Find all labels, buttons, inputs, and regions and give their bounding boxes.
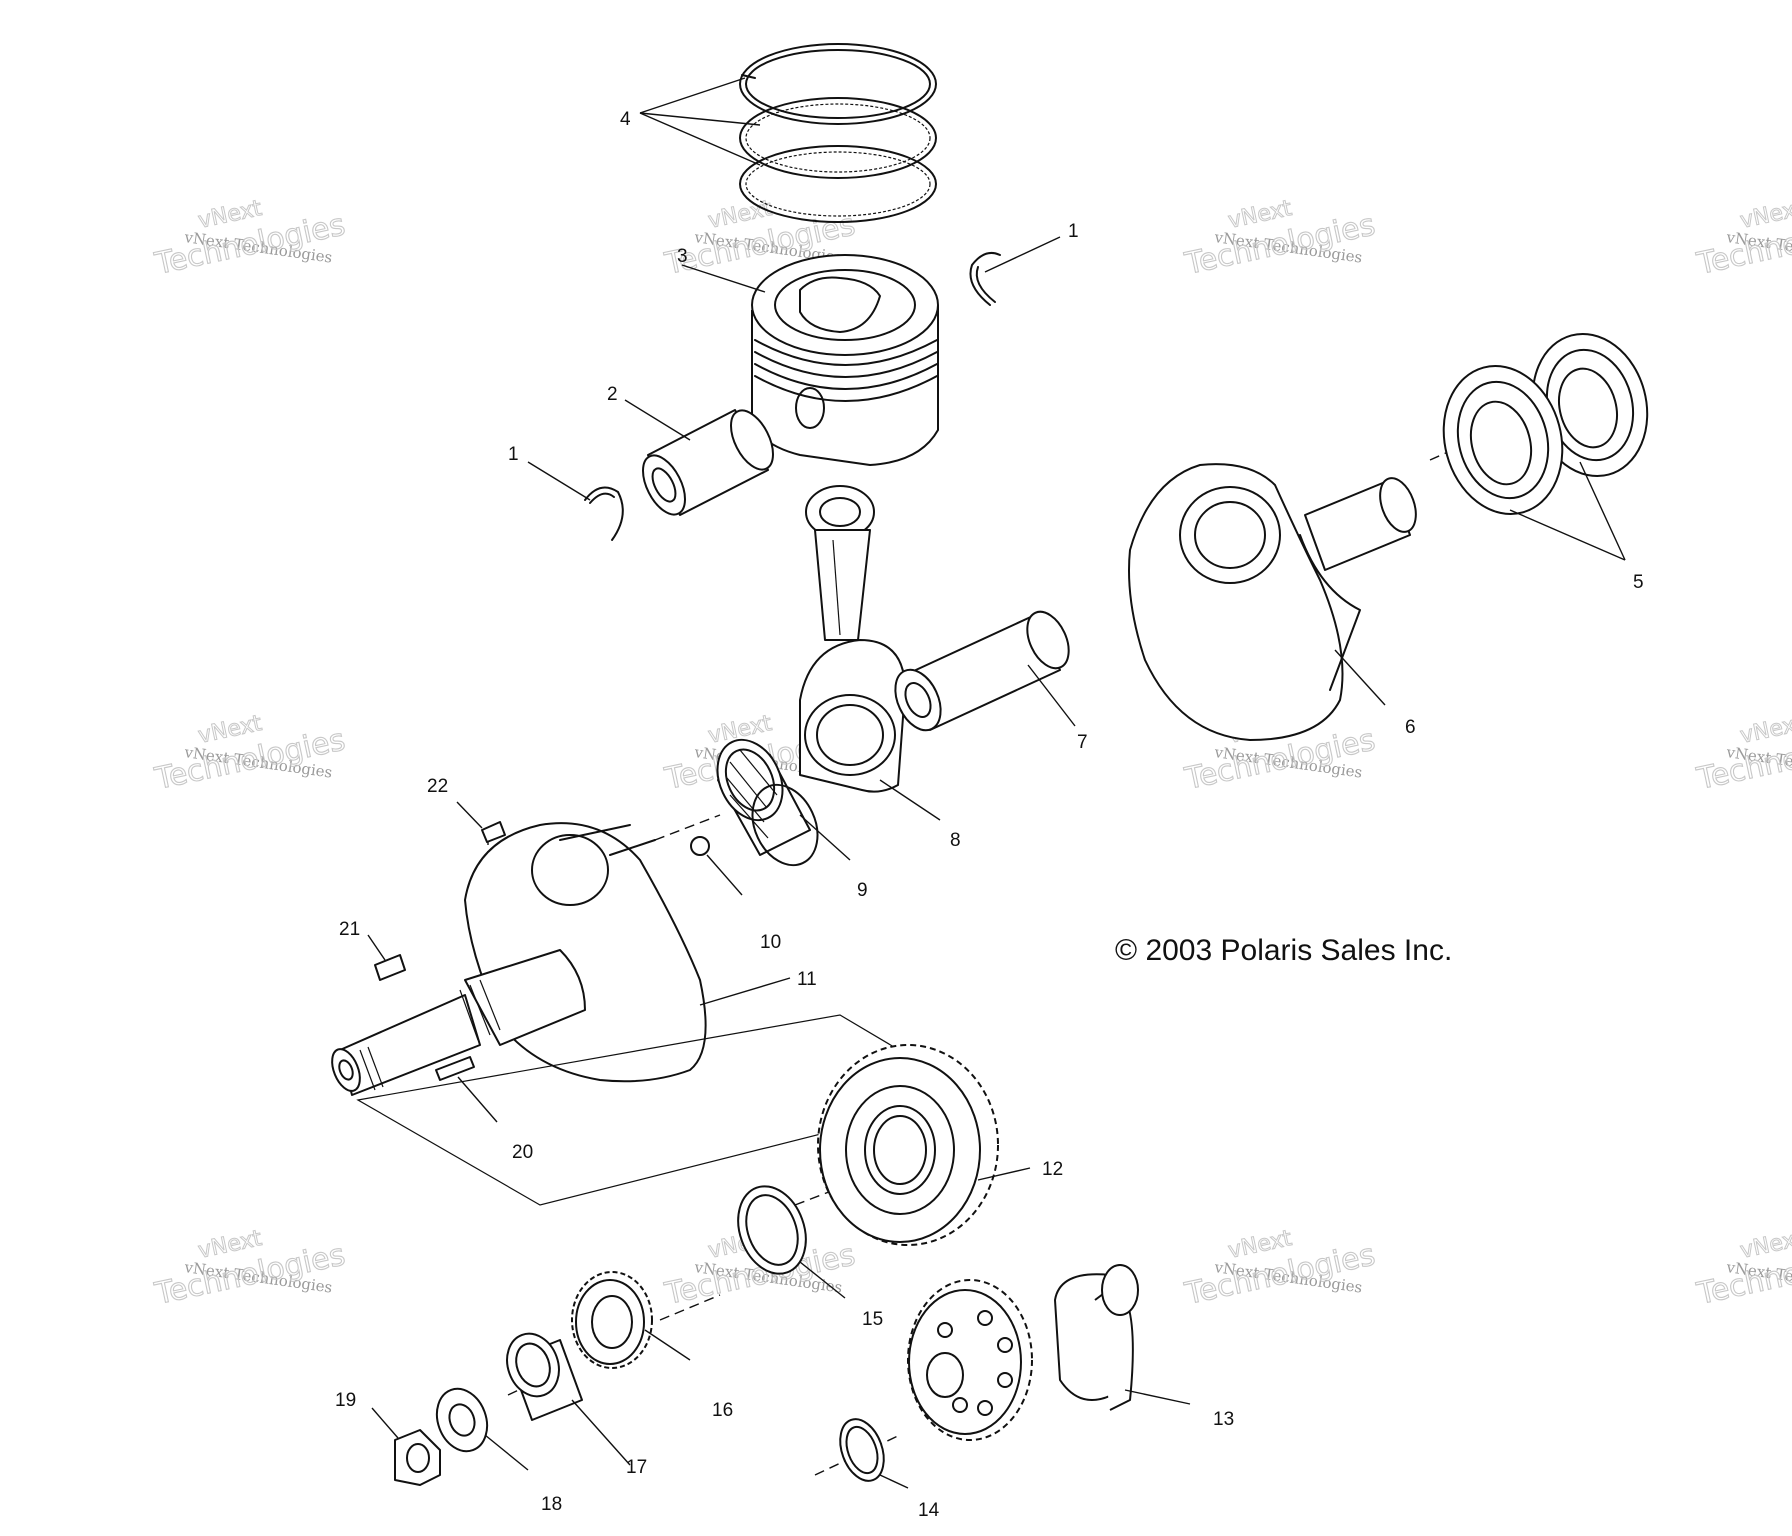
callout-4: 4 (620, 109, 631, 130)
nut-17 (506, 1332, 583, 1421)
ball-10 (690, 836, 710, 856)
watermark: vNext vNext Technologies Technologies (1181, 1225, 1379, 1312)
callout-3: 3 (677, 246, 688, 267)
callout-1-lower: 1 (508, 444, 519, 465)
callout-16: 16 (712, 1400, 733, 1421)
balance-shaft-13 (907, 1264, 1139, 1441)
callout-8: 8 (950, 830, 961, 851)
callout-12: 12 (1042, 1159, 1063, 1180)
leader-lines (367, 77, 1626, 1489)
washer-15 (737, 1185, 807, 1275)
callout-2: 2 (607, 384, 618, 405)
nut-19 (394, 1429, 441, 1486)
piston-rings (739, 43, 937, 223)
watermark: vNext vNext Technologies Technologies (1181, 195, 1379, 282)
callout-7: 7 (1077, 732, 1088, 753)
pin-20 (435, 1056, 475, 1081)
callout-1-upper: 1 (1068, 221, 1079, 242)
key-21 (374, 954, 406, 981)
callout-10: 10 (760, 932, 781, 953)
watermark: vNext vNext Technologies Technologies (151, 710, 349, 797)
callout-6: 6 (1405, 717, 1416, 738)
piston (751, 254, 939, 466)
connecting-rod (799, 485, 906, 793)
callout-21: 21 (339, 919, 360, 940)
main-bearings (1442, 332, 1649, 515)
gear-12 (817, 1044, 999, 1246)
watermark: vNext vNext Technologies Technologies (151, 1225, 349, 1312)
crankshaft-half-left (331, 822, 707, 1096)
watermark: vNext vNext Technologies Technologies (1693, 195, 1792, 282)
watermark: vNext vNext Technologies Technologies (661, 195, 859, 282)
crankshaft-half-right (1128, 463, 1417, 741)
callout-19: 19 (335, 1390, 356, 1411)
watermark: vNext vNext Technologies Technologies (1693, 1225, 1792, 1312)
callout-20: 20 (512, 1142, 533, 1163)
callout-5: 5 (1633, 572, 1644, 593)
circlip-upper (969, 252, 1001, 306)
sprocket-16 (571, 1271, 653, 1369)
crank-pin (894, 610, 1070, 732)
callout-13: 13 (1213, 1409, 1234, 1430)
needle-bearing (716, 738, 819, 867)
copyright-notice: © 2003 Polaris Sales Inc. (1115, 934, 1452, 967)
washer-18 (435, 1387, 489, 1453)
piston-pin (642, 409, 774, 516)
callout-18: 18 (541, 1494, 562, 1515)
watermark: vNext vNext Technologies Technologies (151, 195, 349, 282)
callout-11: 11 (797, 969, 817, 990)
callout-9: 9 (857, 880, 868, 901)
washer-14 (839, 1418, 885, 1482)
key-22 (481, 821, 506, 843)
circlip-lower (584, 486, 624, 541)
callout-22: 22 (427, 776, 448, 797)
callout-14: 14 (918, 1500, 940, 1521)
callout-15: 15 (862, 1309, 883, 1330)
callout-17: 17 (626, 1457, 647, 1478)
watermark: vNext vNext Technologies Technologies (1693, 710, 1792, 797)
callouts: 1 1 2 3 4 5 6 7 8 9 10 11 12 13 14 15 16… (335, 109, 1644, 1521)
